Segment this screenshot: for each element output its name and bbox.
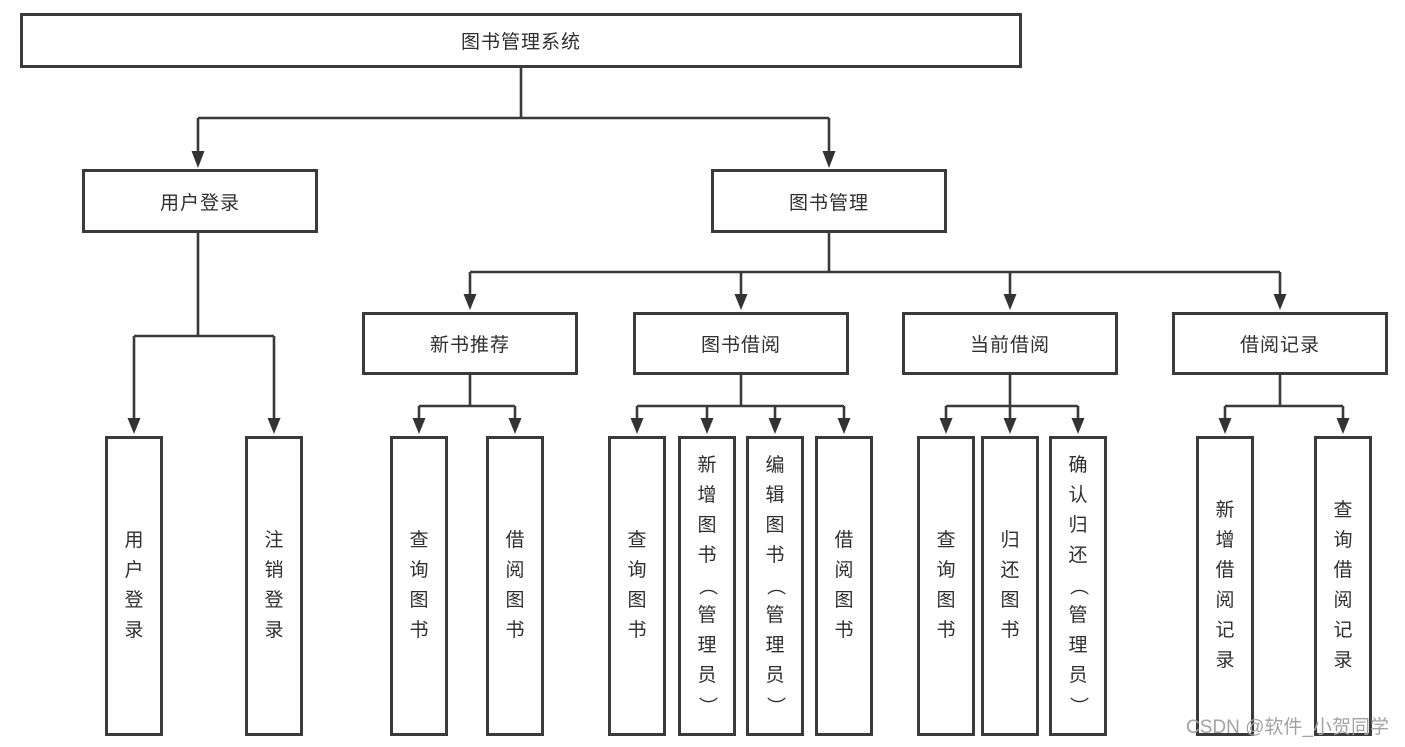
node-leaf-query-books-3-label: 查询图书 [936, 530, 956, 641]
node-leaf-logout: 注销登录 [245, 436, 303, 736]
node-leaf-borrow-books-2-label: 借阅图书 [834, 530, 854, 641]
node-leaf-add-borrow-record: 新增借阅记录 [1196, 436, 1254, 736]
node-current-borrowing-label: 当前借阅 [969, 335, 1050, 356]
node-root-label: 图书管理系统 [460, 32, 581, 53]
node-leaf-return-books-label: 归还图书 [1000, 530, 1020, 641]
node-leaf-add-books-admin-label: 新增图书（管理员） [696, 455, 718, 716]
node-leaf-query-borrow-record-label: 查询借阅记录 [1333, 500, 1353, 671]
node-leaf-logout-label: 注销登录 [264, 530, 284, 641]
node-leaf-borrow-books-2: 借阅图书 [815, 436, 873, 736]
node-current-borrowing: 当前借阅 [902, 312, 1118, 375]
watermark: CSDN @软件_小贺同学 [1186, 717, 1389, 738]
node-borrowing-records: 借阅记录 [1172, 312, 1388, 375]
node-leaf-add-books-admin: 新增图书（管理员） [678, 436, 736, 736]
node-new-book-recommendation: 新书推荐 [362, 312, 578, 375]
node-leaf-borrow-books-1-label: 借阅图书 [505, 530, 525, 641]
node-leaf-query-books-1-label: 查询图书 [409, 530, 429, 641]
node-root: 图书管理系统 [20, 13, 1022, 68]
node-borrowing-records-label: 借阅记录 [1239, 335, 1320, 356]
node-leaf-user-login-label: 用户登录 [124, 530, 144, 641]
node-leaf-user-login: 用户登录 [105, 436, 163, 736]
node-leaf-query-books-1: 查询图书 [390, 436, 448, 736]
node-leaf-borrow-books-1: 借阅图书 [486, 436, 544, 736]
node-book-borrowing: 图书借阅 [633, 312, 849, 375]
node-leaf-return-books: 归还图书 [981, 436, 1039, 736]
node-user-login-label: 用户登录 [159, 192, 240, 214]
node-leaf-edit-books-admin-label: 编辑图书（管理员） [764, 455, 786, 716]
node-leaf-query-books-3: 查询图书 [917, 436, 975, 736]
node-book-management: 图书管理 [711, 169, 947, 233]
node-book-borrowing-label: 图书借阅 [700, 335, 781, 356]
node-leaf-query-books-2-label: 查询图书 [627, 530, 647, 641]
node-book-management-label: 图书管理 [788, 192, 869, 214]
node-new-book-recommendation-label: 新书推荐 [429, 335, 510, 356]
node-leaf-edit-books-admin: 编辑图书（管理员） [746, 436, 804, 736]
node-leaf-query-borrow-record: 查询借阅记录 [1314, 436, 1372, 736]
node-user-login: 用户登录 [82, 169, 318, 233]
node-leaf-query-books-2: 查询图书 [608, 436, 666, 736]
node-leaf-confirm-return-admin-label: 确认归还（管理员） [1067, 455, 1089, 716]
node-leaf-add-borrow-record-label: 新增借阅记录 [1215, 500, 1235, 671]
node-leaf-confirm-return-admin: 确认归还（管理员） [1049, 436, 1107, 736]
